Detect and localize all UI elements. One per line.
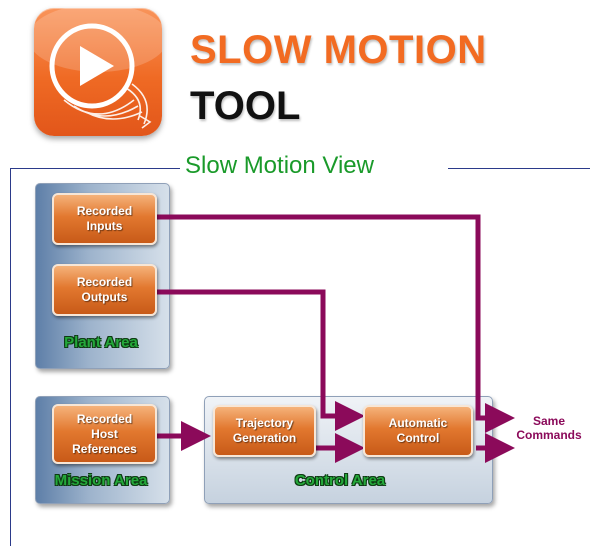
view-title: Slow Motion View: [185, 152, 374, 179]
recorded-outputs-block: Recorded Outputs: [52, 264, 157, 316]
frame-border-top-left: [10, 168, 180, 169]
frame-border-left: [10, 168, 11, 546]
recorded-inputs-label: Recorded Inputs: [76, 204, 133, 233]
trajectory-generation-label: Trajectory Generation: [232, 416, 297, 445]
tool-title-line1: SLOW MOTION: [190, 28, 487, 72]
frame-border-top-right: [448, 168, 590, 169]
same-commands-label: Same Commands: [516, 414, 582, 442]
recorded-outputs-label: Recorded Outputs: [76, 275, 133, 304]
control-area-label: Control Area: [294, 472, 386, 489]
play-button-icon: [34, 8, 162, 136]
outputs-to-control-line: [156, 289, 365, 431]
recorded-inputs-block: Recorded Inputs: [52, 193, 157, 245]
automatic-control-label: Automatic Control: [388, 416, 448, 445]
plant-area-label: Plant Area: [64, 334, 138, 351]
recorded-host-references-block: Recorded Host References: [52, 404, 157, 464]
mission-area-label: Mission Area: [54, 472, 148, 489]
tool-title-line2: TOOL: [190, 84, 301, 128]
inputs-to-commands-line: [156, 214, 515, 433]
automatic-control-block: Automatic Control: [363, 405, 473, 457]
trajectory-generation-block: Trajectory Generation: [213, 405, 316, 457]
recorded-host-references-label: Recorded Host References: [72, 411, 137, 456]
